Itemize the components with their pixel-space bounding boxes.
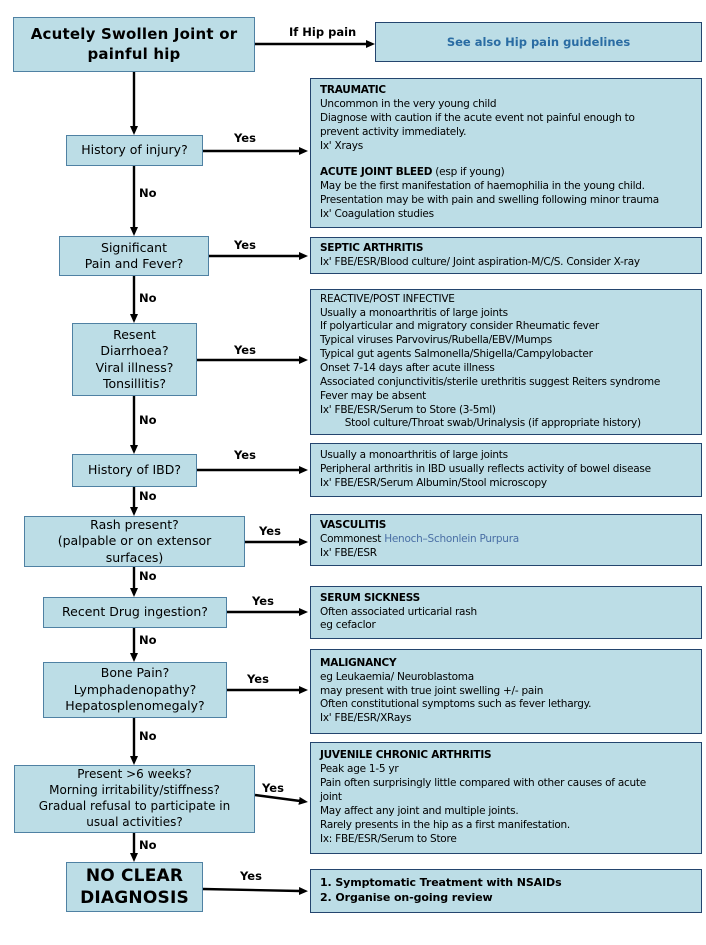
info-body: Often associated urticarial rash eg cefa… — [320, 605, 477, 632]
info-title: TRAUMATIC — [320, 84, 386, 97]
info-body: eg Leukaemia/ Neuroblastoma may present … — [320, 670, 592, 725]
edge-label-yes: Yes — [240, 869, 262, 883]
info-juvenile-chronic-arthritis: JUVENILE CHRONIC ARTHRITIS Peak age 1-5 … — [310, 742, 702, 854]
info-ibd-arthritis: Usually a monoarthritis of large joints … — [310, 443, 702, 497]
edge-label-no: No — [139, 569, 157, 583]
edge-label-yes: Yes — [234, 238, 256, 252]
info-body: May be the first manifestation of haemop… — [320, 180, 659, 220]
info-traumatic: TRAUMATIC Uncommon in the very young chi… — [310, 78, 702, 228]
question-label: History of IBD? — [88, 462, 181, 478]
edge-label-yes: Yes — [262, 781, 284, 795]
info-title: SEPTIC ARTHRITIS — [320, 241, 424, 254]
info-septic-arthritis: SEPTIC ARTHRITIS Ix' FBE/ESR/Blood cultu… — [310, 237, 702, 274]
question-bone-pain: Bone Pain? Lymphadenopathy? Hepatospleno… — [43, 662, 227, 718]
info-body: Uncommon in the very young child Diagnos… — [320, 97, 635, 152]
info-body: REACTIVE/POST INFECTIVE Usually a monoar… — [320, 292, 661, 430]
info-title: MALIGNANCY — [320, 656, 397, 669]
end-node-no-clear-diagnosis: NO CLEAR DIAGNOSIS — [66, 862, 203, 912]
henoch-schonlein-link[interactable]: Henoch–Schonlein Purpura — [384, 533, 519, 546]
question-label: Present >6 weeks? Morning irritability/s… — [38, 767, 231, 829]
question-rash-present: Rash present? (palpable or on extensor s… — [24, 516, 245, 567]
edge-label-no: No — [139, 413, 157, 427]
info-body: Ix' FBE/ESR/Blood culture/ Joint aspirat… — [320, 255, 640, 268]
info-title: ACUTE JOINT BLEED — [320, 166, 433, 179]
yes-arrows — [197, 40, 375, 895]
edge-label-no: No — [139, 489, 157, 503]
start-node-label: Acutely Swollen Joint or painful hip — [30, 24, 238, 63]
hip-guidelines-box[interactable]: See also Hip pain guidelines — [375, 22, 702, 62]
info-title-suffix: (esp if young) — [432, 166, 505, 179]
question-label: NO CLEAR DIAGNOSIS — [80, 865, 189, 908]
info-title: JUVENILE CHRONIC ARTHRITIS — [320, 749, 492, 762]
question-pain-and-fever: Significant Pain and Fever? — [59, 236, 209, 276]
info-vasculitis: VASCULITIS Commonest Henoch–Schonlein Pu… — [310, 514, 702, 566]
start-node: Acutely Swollen Joint or painful hip — [13, 17, 255, 72]
question-label: Bone Pain? Lymphadenopathy? Hepatospleno… — [65, 665, 205, 714]
edge-label-no: No — [139, 633, 157, 647]
hip-guidelines-link[interactable]: See also Hip pain guidelines — [446, 35, 631, 49]
info-body: Usually a monoarthritis of large joints … — [320, 449, 651, 489]
question-chronic-symptoms: Present >6 weeks? Morning irritability/s… — [14, 765, 255, 833]
question-history-of-injury: History of injury? — [66, 135, 203, 166]
edge-label-yes: Yes — [234, 131, 256, 145]
question-label: History of injury? — [81, 142, 188, 158]
info-serum-sickness: SERUM SICKNESS Often associated urticari… — [310, 586, 702, 639]
edge-label-yes: Yes — [247, 672, 269, 686]
edge-label-no: No — [139, 291, 157, 305]
question-label: Resent Diarrhoea? Viral illness? Tonsill… — [95, 326, 174, 392]
edge-label-no: No — [139, 838, 157, 852]
question-history-of-ibd: History of IBD? — [72, 454, 197, 487]
question-diarrhoea-viral-tonsillitis: Resent Diarrhoea? Viral illness? Tonsill… — [72, 323, 197, 396]
info-title: SERUM SICKNESS — [320, 591, 420, 604]
info-reactive-post-infective: REACTIVE/POST INFECTIVE Usually a monoar… — [310, 289, 702, 435]
edge-label-yes: Yes — [234, 343, 256, 357]
edge-label-no: No — [139, 186, 157, 200]
info-body: 1. Symptomatic Treatment with NSAIDs 2. … — [320, 876, 562, 904]
edge-label-if-hip-pain: If Hip pain — [289, 25, 357, 39]
edge-label-yes: Yes — [234, 448, 256, 462]
info-body: Ix' FBE/ESR — [320, 546, 377, 559]
info-body: Peak age 1-5 yr Pain often surprisingly … — [320, 763, 647, 845]
edge-label-yes: Yes — [252, 594, 274, 608]
info-text: Commonest — [320, 533, 385, 546]
question-label: Rash present? (palpable or on extensor s… — [57, 516, 212, 565]
edge-label-no: No — [139, 729, 157, 743]
info-title: VASCULITIS — [320, 519, 387, 532]
info-subsection: ACUTE JOINT BLEED (esp if young) — [320, 166, 696, 180]
info-malignancy: MALIGNANCY eg Leukaemia/ Neuroblastoma m… — [310, 649, 702, 734]
info-treatment-plan: 1. Symptomatic Treatment with NSAIDs 2. … — [310, 869, 702, 913]
question-label: Significant Pain and Fever? — [84, 239, 184, 272]
edge-label-yes: Yes — [259, 524, 281, 538]
info-line: Commonest Henoch–Schonlein Purpura — [320, 533, 696, 547]
question-label: Recent Drug ingestion? — [62, 604, 208, 620]
question-drug-ingestion: Recent Drug ingestion? — [43, 597, 227, 628]
